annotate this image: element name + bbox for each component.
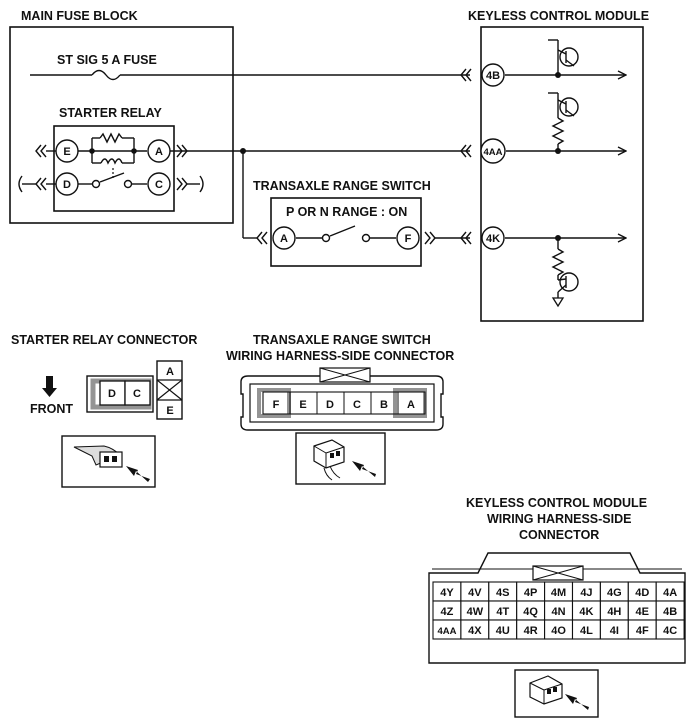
svg-text:A: A <box>280 233 288 245</box>
kcm-connector-title-line1: KEYLESS CONTROL MODULE <box>466 496 647 510</box>
kcm-connector-cell: 4L <box>580 625 593 637</box>
relay-connector-cell: C <box>133 388 141 400</box>
kcm-connector-cell: 4C <box>663 625 677 637</box>
trs-connector: F E D C B A <box>240 367 444 431</box>
starter-relay-box <box>53 125 175 212</box>
kcm-connector-cell: 4I <box>610 625 619 637</box>
relay-pin-d: D <box>55 172 79 196</box>
kcm-connector-cell: 4N <box>552 606 566 618</box>
trs-connector-title-line2: WIRING HARNESS-SIDE CONNECTOR <box>226 349 454 363</box>
kcm-connector-cell: 4A <box>663 587 677 599</box>
kcm-connector-cell: 4M <box>551 587 566 599</box>
svg-text:C: C <box>155 179 163 191</box>
front-label: FRONT <box>30 402 73 416</box>
svg-text:D: D <box>63 179 71 191</box>
kcm-connector-cell: 4W <box>467 606 484 618</box>
kcm-connector-cell: 4S <box>496 587 509 599</box>
kcm-connector-cell: 4Q <box>523 606 538 618</box>
kcm-connector-cell: 4F <box>636 625 649 637</box>
kcm-connector-cell: 4X <box>468 625 482 637</box>
relay-connector-cell: D <box>108 388 116 400</box>
kcm-connector-cell: 4R <box>524 625 538 637</box>
kcm-connector-cell: 4J <box>580 587 592 599</box>
relay-connector-side-bottom: E <box>166 405 173 417</box>
svg-text:E: E <box>63 146 70 158</box>
kcm-connector-cell: 4G <box>607 587 622 599</box>
relay-contact <box>78 172 147 189</box>
kcm-connector-cell: 4Y <box>440 587 454 599</box>
trs-connector-title-line1: TRANSAXLE RANGE SWITCH <box>253 333 431 347</box>
kcm-connector-cell: 4H <box>607 606 621 618</box>
kcm-connector-title-line3: CONNECTOR <box>519 528 599 542</box>
kcm-connector-cell: 4T <box>496 606 509 618</box>
transaxle-range-switch-box <box>270 197 422 267</box>
kcm-connector-cell: 4V <box>468 587 482 599</box>
front-arrow-icon <box>42 376 57 397</box>
svg-text:4K: 4K <box>486 233 500 245</box>
relay-pin-a: A <box>147 139 171 163</box>
kcm-connector-grid: 4Y 4V 4S 4P 4M 4J 4G 4D 4A 4Z 4W 4T 4Q 4N 4K 4H 4E 4B 4AA 4… <box>432 581 685 640</box>
trs-connector-view-icon <box>295 432 386 485</box>
kcm-connector-cell: 4Z <box>441 606 454 618</box>
switch-pin-a: A <box>272 226 296 250</box>
svg-text:4B: 4B <box>486 70 500 82</box>
kcm-internal-circuit <box>548 39 579 308</box>
svg-text:F: F <box>405 233 412 245</box>
transaxle-range-switch-label: TRANSAXLE RANGE SWITCH <box>253 179 431 193</box>
starter-relay-connector: D C A E <box>86 360 183 420</box>
kcm-connector-cell: 4B <box>663 606 677 618</box>
trs-connector-cell: D <box>326 399 334 411</box>
keyless-control-module-title: KEYLESS CONTROL MODULE <box>468 9 649 23</box>
pin-4aa: 4AA <box>480 138 506 164</box>
relay-connector-side-top: A <box>166 366 174 378</box>
pin-4b: 4B <box>481 63 505 87</box>
trs-connector-cell: F <box>273 399 280 411</box>
relay-connector-view-icon <box>61 435 156 488</box>
trs-connector-cell: C <box>353 399 361 411</box>
wire-4aa <box>170 144 626 158</box>
st-sig-fuse-label: ST SIG 5 A FUSE <box>57 53 157 67</box>
trs-wire <box>242 151 626 245</box>
pin-4k: 4K <box>481 226 505 250</box>
p-or-n-range-label: P OR N RANGE : ON <box>286 205 407 219</box>
svg-text:4AA: 4AA <box>483 147 502 158</box>
relay-coil <box>78 132 147 180</box>
main-fuse-block-box <box>9 26 234 224</box>
trs-connector-cell: E <box>299 399 306 411</box>
trs-connector-cell: A <box>407 399 415 411</box>
svg-text:A: A <box>155 146 163 158</box>
kcm-connector-cell: 4P <box>524 587 537 599</box>
relay-pin-c: C <box>147 172 171 196</box>
kcm-connector-cell: 4E <box>636 606 649 618</box>
relay-connector-marks <box>18 144 204 193</box>
relay-pin-e: E <box>55 139 79 163</box>
starter-relay-connector-title: STARTER RELAY CONNECTOR <box>11 333 197 347</box>
kcm-connector-cell: 4K <box>579 606 593 618</box>
kcm-connector-cell: 4U <box>496 625 510 637</box>
main-fuse-block-title: MAIN FUSE BLOCK <box>21 9 138 23</box>
kcm-connector: 4Y 4V 4S 4P 4M 4J 4G 4D 4A 4Z 4W 4T 4Q 4N 4K 4H 4E 4B 4AA 4… <box>428 552 686 664</box>
starter-relay-label: STARTER RELAY <box>59 106 162 120</box>
kcm-connector-view-icon <box>514 669 599 718</box>
kcm-connector-cell: 4O <box>551 625 566 637</box>
kcm-connector-cell: 4D <box>635 587 649 599</box>
kcm-connector-title-line2: WIRING HARNESS-SIDE <box>487 512 631 526</box>
kcm-connector-cell-box <box>655 619 685 640</box>
kcm-connector-cell: 4AA <box>437 626 456 637</box>
fuse-wire <box>30 68 626 82</box>
switch-pin-f: F <box>396 226 420 250</box>
trs-connector-cell: B <box>380 399 388 411</box>
keyless-control-module-box <box>480 26 644 322</box>
